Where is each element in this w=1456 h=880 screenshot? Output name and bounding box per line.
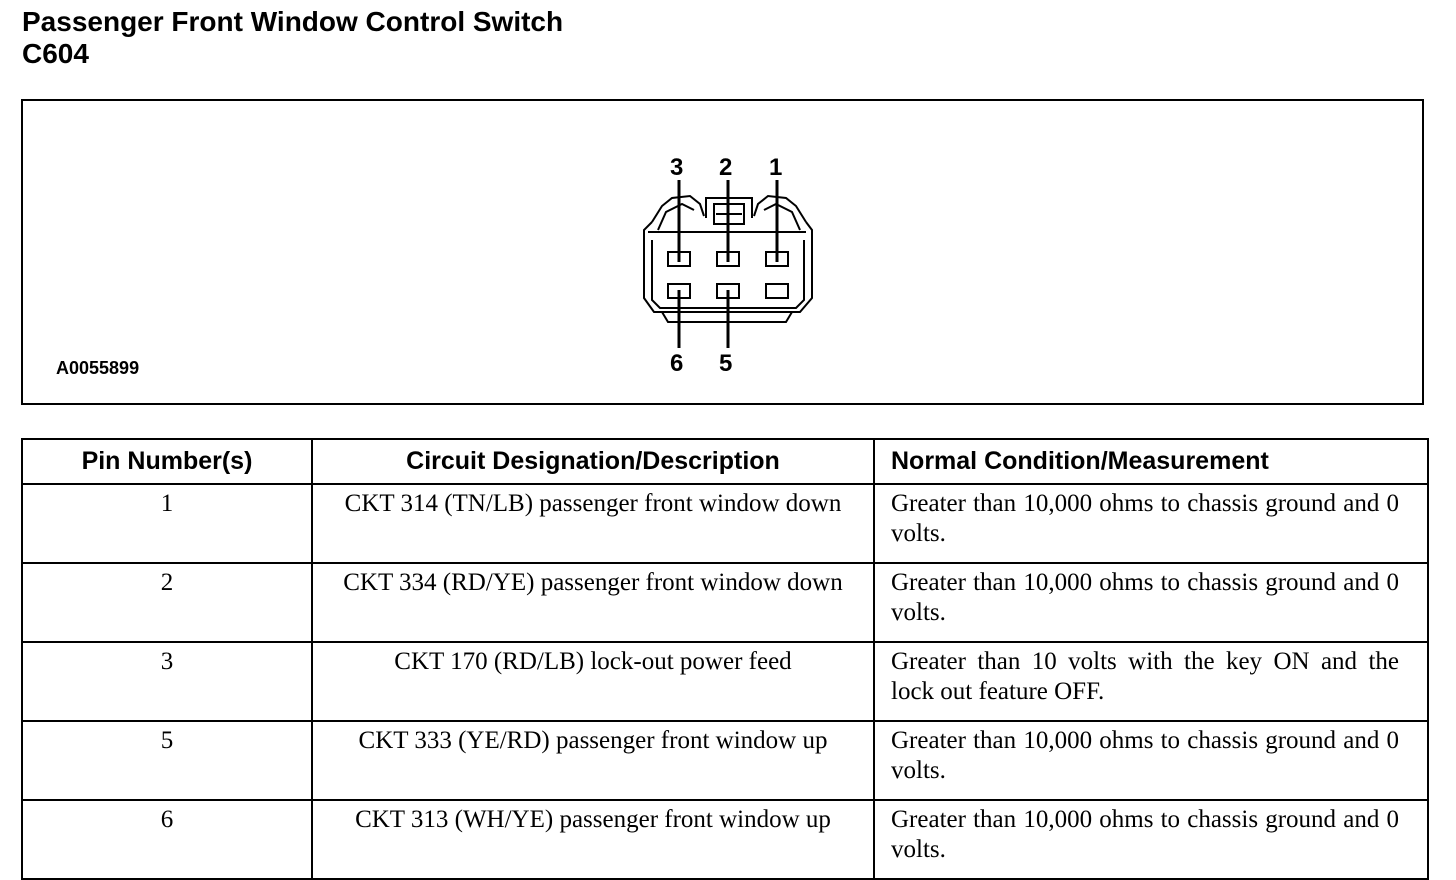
pin-label-6: 6 [670, 350, 683, 377]
table-row: 3 CKT 170 (RD/LB) lock-out power feed Gr… [21, 641, 1429, 722]
header-measurement: Normal Condition/Measurement [873, 438, 1429, 485]
cavity-4 [765, 283, 789, 299]
pin-cell: 3 [21, 641, 313, 722]
table-header-row: Pin Number(s) Circuit Designation/Descri… [21, 438, 1429, 485]
measurement-cell: Greater than 10,000 ohms to chassis grou… [873, 799, 1429, 880]
measurement-cell: Greater than 10,000 ohms to chassis grou… [873, 562, 1429, 643]
pin-cell: 2 [21, 562, 313, 643]
title-text: Passenger Front Window Control Switch [22, 6, 564, 37]
circuit-cell: CKT 170 (RD/LB) lock-out power feed [311, 641, 875, 722]
connector-figure: A0055899 [21, 99, 1424, 405]
table-row: 5 CKT 333 (YE/RD) passenger front window… [21, 720, 1429, 801]
table-row: 6 CKT 313 (WH/YE) passenger front window… [21, 799, 1429, 880]
table-row: 1 CKT 314 (TN/LB) passenger front window… [21, 483, 1429, 564]
connector-id: C604 [22, 38, 89, 69]
pin-label-5: 5 [719, 350, 732, 377]
pin-label-2: 2 [719, 154, 732, 181]
pin-label-3: 3 [670, 154, 683, 181]
latch-right-inner [763, 202, 801, 231]
pin-cell: 6 [21, 799, 313, 880]
page-title: Passenger Front Window Control Switch C6… [22, 6, 563, 70]
table-row: 2 CKT 334 (RD/YE) passenger front window… [21, 562, 1429, 643]
measurement-cell: Greater than 10,000 ohms to chassis grou… [873, 720, 1429, 801]
measurement-cell: Greater than 10 volts with the key ON an… [873, 641, 1429, 722]
header-pin-numbers: Pin Number(s) [21, 438, 313, 485]
circuit-cell: CKT 314 (TN/LB) passenger front window d… [311, 483, 875, 564]
connector-diagram: 3 2 1 6 5 [643, 154, 813, 377]
pin-label-1: 1 [769, 154, 782, 181]
pin-table: Pin Number(s) Circuit Designation/Descri… [21, 438, 1429, 880]
pin-cell: 5 [21, 720, 313, 801]
pin-cell: 1 [21, 483, 313, 564]
latch-left [651, 194, 705, 223]
header-circuit: Circuit Designation/Description [311, 438, 875, 485]
latch-right [753, 194, 807, 223]
circuit-cell: CKT 313 (WH/YE) passenger front window u… [311, 799, 875, 880]
circuit-cell: CKT 333 (YE/RD) passenger front window u… [311, 720, 875, 801]
latch-left-inner [657, 202, 695, 231]
figure-id: A0055899 [56, 358, 140, 378]
measurement-cell: Greater than 10,000 ohms to chassis grou… [873, 483, 1429, 564]
circuit-cell: CKT 334 (RD/YE) passenger front window d… [311, 562, 875, 643]
